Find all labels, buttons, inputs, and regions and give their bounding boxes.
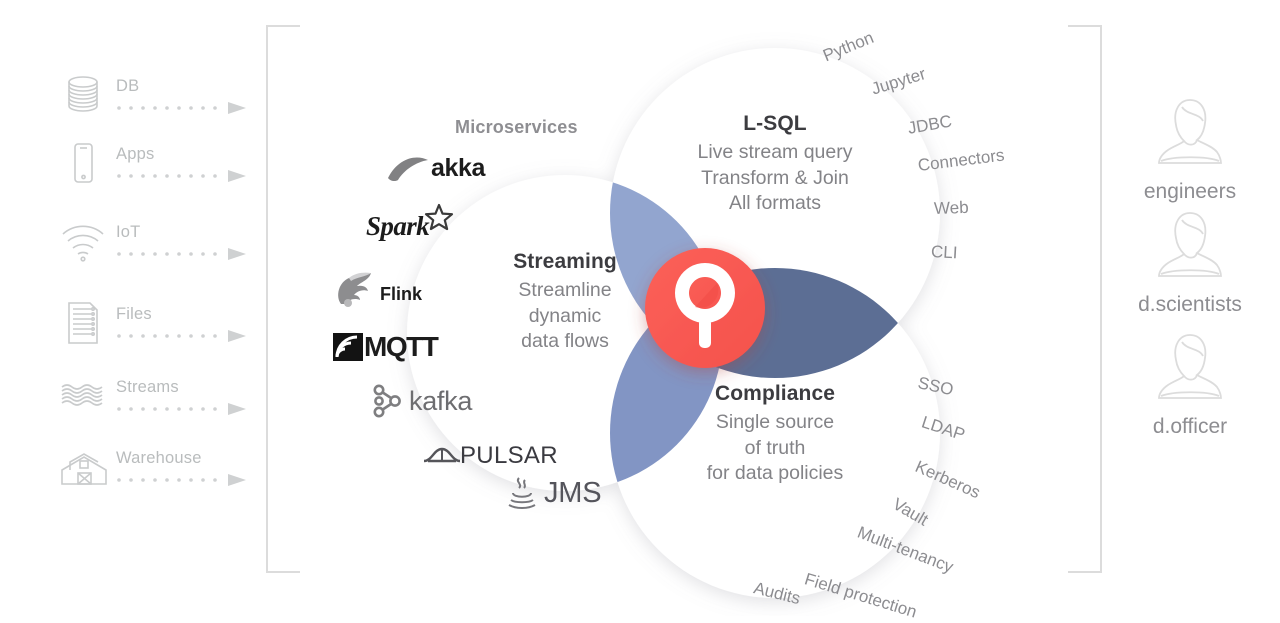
database-icon [60, 72, 106, 118]
circle-title-lsql: L-SQL [743, 112, 807, 135]
source-flow-arrow [116, 402, 248, 420]
circle-text-lsql: L-SQL Live stream query Transform & Join… [660, 112, 890, 217]
persona-engineers[interactable]: engineers [1105, 95, 1275, 204]
pulsar-icon [423, 447, 461, 463]
lsql-keyword: CLI [930, 242, 958, 263]
source-item-iot[interactable]: IoT [60, 218, 248, 265]
akka-icon [388, 157, 428, 182]
tech-logo-akka: akka [386, 152, 485, 184]
flink-squirrel-icon [338, 272, 371, 307]
lenses-logo [645, 248, 765, 368]
right-bracket [1066, 25, 1102, 573]
circle-line: for data policies [706, 462, 844, 484]
tech-logo-kafka: kafka [371, 383, 472, 419]
persona-label: engineers [1143, 180, 1237, 203]
java-coffee-icon [508, 477, 536, 509]
flow-arrow-icon [117, 474, 246, 486]
akka-wordmark: akka [431, 153, 486, 182]
source-item-apps[interactable]: Apps [60, 140, 248, 187]
flink-wordmark: Flink [380, 283, 423, 304]
persona-label: d.officer [1152, 415, 1228, 438]
source-flow-arrow [116, 101, 248, 119]
source-flow-arrow [116, 169, 248, 187]
pulsar-wordmark: PULSAR [460, 442, 558, 469]
flow-arrow-icon [117, 330, 246, 342]
source-flow-arrow [116, 329, 248, 347]
person-silhouette-icon [1105, 330, 1275, 413]
persona-d-scientists[interactable]: d.scientists [1105, 208, 1275, 317]
spark-wordmark: Spark [366, 211, 430, 241]
source-label: IoT [116, 223, 141, 241]
tech-logo-jms: JMS [505, 475, 602, 511]
source-label: Apps [116, 145, 155, 163]
flow-arrow-icon [117, 403, 246, 415]
person-silhouette-icon [1105, 95, 1275, 178]
circle-line: of truth [744, 436, 806, 459]
wifi-signal-icon [60, 218, 106, 264]
lsql-keyword: Web [933, 197, 969, 218]
tech-logo-spark: Spark [366, 203, 455, 242]
circle-line: dynamic [528, 304, 602, 327]
warehouse-icon [60, 444, 107, 490]
left-bracket [266, 25, 306, 573]
source-label: Files [116, 305, 152, 323]
source-label: Streams [116, 378, 179, 396]
circle-title-compliance: Compliance [714, 382, 836, 405]
source-flow-arrow [116, 473, 248, 491]
kafka-wordmark: kafka [409, 385, 473, 416]
circle-line: Transform & Join [701, 166, 849, 189]
persona-label: d.scientists [1138, 293, 1242, 316]
person-silhouette-icon [1105, 208, 1275, 291]
circle-line: All formats [728, 192, 822, 214]
tech-logo-pulsar: PULSAR [422, 442, 558, 470]
source-item-warehouse[interactable]: Warehouse [60, 444, 248, 491]
circle-line: Streamline [518, 279, 612, 301]
circle-line: Live stream query [697, 141, 853, 163]
lens-icon [674, 263, 735, 324]
circle-text-compliance: Compliance Single source of truth for da… [660, 382, 890, 487]
tech-logo-mqtt: MQTT [333, 331, 439, 363]
microservices-label: Microservices [455, 117, 578, 137]
mqtt-mark-icon [333, 333, 363, 361]
circle-line: data flows [521, 330, 609, 352]
source-item-files[interactable]: Files [60, 300, 248, 347]
circle-line: Single source [715, 411, 835, 433]
persona-d-officer[interactable]: d.officer [1105, 330, 1275, 439]
source-item-db[interactable]: DB [60, 72, 248, 119]
source-flow-arrow [116, 247, 248, 265]
circle-title-streaming: Streaming [513, 250, 617, 273]
circle-text-streaming: Streaming Streamline dynamic data flows [435, 250, 695, 355]
flow-arrow-icon [117, 248, 246, 260]
flow-arrow-icon [117, 102, 246, 114]
waves-icon [60, 373, 106, 419]
jms-wordmark: JMS [544, 476, 602, 509]
source-item-streams[interactable]: Streams [60, 373, 248, 420]
file-lines-icon [60, 300, 106, 346]
flow-arrow-icon [117, 170, 246, 182]
source-label: DB [116, 77, 140, 95]
mobile-phone-icon [60, 140, 106, 186]
tech-logo-flink: Flink [333, 268, 422, 308]
mqtt-wordmark: MQTT [364, 331, 439, 362]
spark-star-icon [424, 203, 454, 230]
kafka-icon [373, 384, 401, 418]
source-label: Warehouse [116, 449, 202, 467]
